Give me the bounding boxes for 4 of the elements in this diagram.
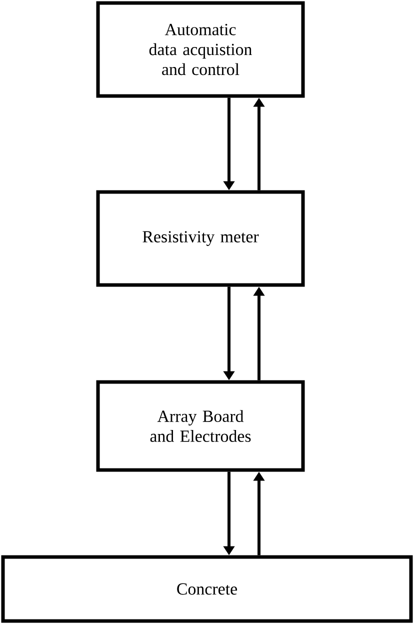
process-box: Automatic data acquistion and control [96, 1, 305, 98]
process-box: Resistivity meter [96, 190, 305, 287]
process-box: Array Board and Electrodes [96, 380, 305, 472]
process-box: Concrete [1, 555, 413, 623]
